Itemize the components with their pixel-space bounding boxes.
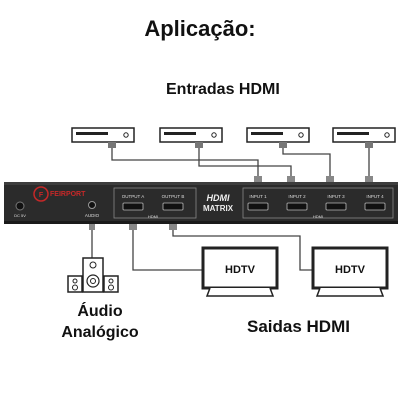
input-1-port xyxy=(247,202,269,211)
cable-source-2 xyxy=(198,142,292,180)
matrix-logo-bottom: MATRIX xyxy=(203,204,234,213)
input-cables xyxy=(111,142,370,180)
hdtv-2: HDTV xyxy=(311,246,389,297)
output-a-label: OUTPUT A xyxy=(122,194,144,199)
hdmi-source-3 xyxy=(246,127,310,148)
audio-port-label: AUDIO xyxy=(85,213,100,218)
audio-jack xyxy=(88,201,96,209)
input-ports-frame xyxy=(242,187,394,219)
audio-label-line-2: Analógico xyxy=(61,324,139,341)
hdtv-1-label: HDTV xyxy=(225,264,256,276)
cable-source-3 xyxy=(282,142,331,180)
cable-output-a xyxy=(132,226,206,271)
input-hdmi-label: HDMI xyxy=(313,214,323,219)
page-title: Aplicação: xyxy=(144,16,256,41)
hdmi-matrix-device: DC 5V F FEIRPORT AUDIO OUTPUT A OUTPUT B… xyxy=(4,182,398,224)
input-2-label: INPUT 2 xyxy=(288,194,306,199)
output-b-port xyxy=(162,202,184,211)
brand-name: FEIRPORT xyxy=(50,191,86,198)
input-1-label: INPUT 1 xyxy=(249,194,267,199)
audio-label: Áudio Analógico xyxy=(50,301,150,343)
cable-output-b xyxy=(172,226,313,271)
speakers-icon xyxy=(67,257,119,293)
output-a-port xyxy=(122,202,144,211)
outputs-label: Saidas HDMI xyxy=(247,317,350,336)
hdtv-2-label: HDTV xyxy=(335,264,366,276)
output-hdmi-label: HDMI xyxy=(148,214,158,219)
hdmi-source-4 xyxy=(332,127,396,148)
output-ports-frame xyxy=(113,187,197,219)
audio-label-line-1: Áudio xyxy=(77,303,123,320)
input-3-label: INPUT 3 xyxy=(327,194,345,199)
output-plugs xyxy=(89,224,177,230)
cable-source-1 xyxy=(111,142,259,180)
input-plugs xyxy=(254,176,373,182)
hdtv-1: HDTV xyxy=(201,246,279,297)
hdmi-source-1 xyxy=(71,127,135,148)
dc-label: DC 5V xyxy=(14,213,26,218)
inputs-label: Entradas HDMI xyxy=(166,81,280,98)
hdmi-source-2 xyxy=(159,127,223,148)
input-4-port xyxy=(364,202,386,211)
output-b-label: OUTPUT B xyxy=(162,194,185,199)
brand-logo: F FEIRPORT xyxy=(33,186,86,202)
dc-jack xyxy=(15,201,25,211)
hdmi-sources xyxy=(71,127,396,148)
input-2-port xyxy=(286,202,308,211)
matrix-logo-top: HDMI xyxy=(207,193,230,203)
input-4-label: INPUT 4 xyxy=(366,194,384,199)
device-body xyxy=(4,182,398,224)
input-3-port xyxy=(325,202,347,211)
svg-text:F: F xyxy=(39,192,44,199)
